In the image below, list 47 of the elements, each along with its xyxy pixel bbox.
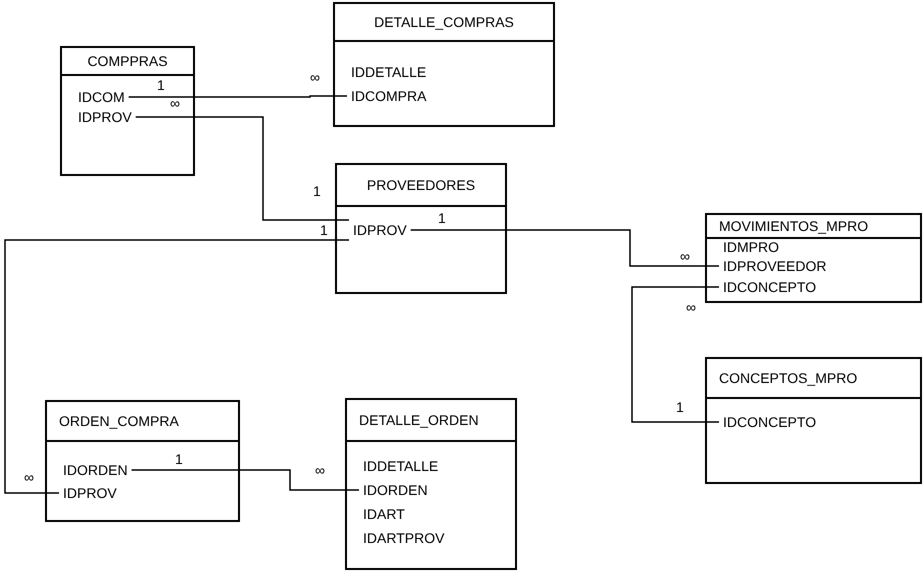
cardinality-label: ∞ — [680, 249, 690, 263]
field-name: IDORDEN — [359, 481, 432, 499]
cardinality-label: 1 — [438, 211, 446, 225]
field-name: IDDETALLE — [347, 63, 430, 81]
cardinality-label: 1 — [313, 184, 321, 198]
field-name: IDORDEN — [59, 461, 132, 479]
table-header: DETALLE_ORDEN — [347, 400, 515, 442]
table-box — [345, 398, 517, 570]
relationship-line — [132, 469, 359, 491]
table-header: DETALLE_COMPRAS — [335, 4, 553, 42]
table-header: COMPPRAS — [62, 48, 193, 76]
table-box — [335, 163, 507, 294]
field-name: IDMPRO — [719, 238, 783, 256]
cardinality-label: 1 — [320, 223, 328, 237]
table-header: PROVEEDORES — [337, 165, 505, 207]
relationship-line — [136, 116, 349, 221]
field-name: IDCONCEPTO — [719, 413, 820, 431]
cardinality-label: ∞ — [310, 70, 320, 84]
cardinality-label: ∞ — [686, 300, 696, 314]
cardinality-label: 1 — [175, 452, 183, 466]
table-header: ORDEN_COMPRA — [47, 402, 238, 442]
table-box — [60, 46, 195, 176]
relationship-line — [410, 229, 719, 267]
table-box — [705, 357, 922, 484]
field-name: IDPROV — [59, 484, 121, 502]
table-box — [333, 2, 555, 127]
table-header: MOVIMIENTOS_MPRO — [707, 215, 920, 239]
cardinality-label: ∞ — [315, 463, 325, 477]
table-box — [45, 400, 240, 522]
table-header: CONCEPTOS_MPRO — [707, 359, 920, 399]
field-name: IDPROV — [349, 221, 411, 239]
field-name: IDARTPROV — [359, 529, 448, 547]
relationship-line — [128, 95, 347, 98]
relationship-line — [631, 286, 719, 423]
table-box — [705, 213, 922, 303]
relationship-line — [4, 239, 349, 494]
field-name: IDPROVEEDOR — [719, 257, 830, 275]
field-name: IDCONCEPTO — [719, 278, 820, 296]
field-name: IDPROV — [74, 108, 136, 126]
field-name: IDCOMPRA — [347, 87, 430, 105]
cardinality-label: 1 — [676, 400, 684, 414]
cardinality-label: ∞ — [24, 470, 34, 484]
field-name: IDART — [359, 505, 409, 523]
cardinality-label: ∞ — [170, 96, 180, 110]
field-name: IDCOM — [74, 88, 129, 106]
field-name: IDDETALLE — [359, 457, 442, 475]
cardinality-label: 1 — [157, 78, 165, 92]
